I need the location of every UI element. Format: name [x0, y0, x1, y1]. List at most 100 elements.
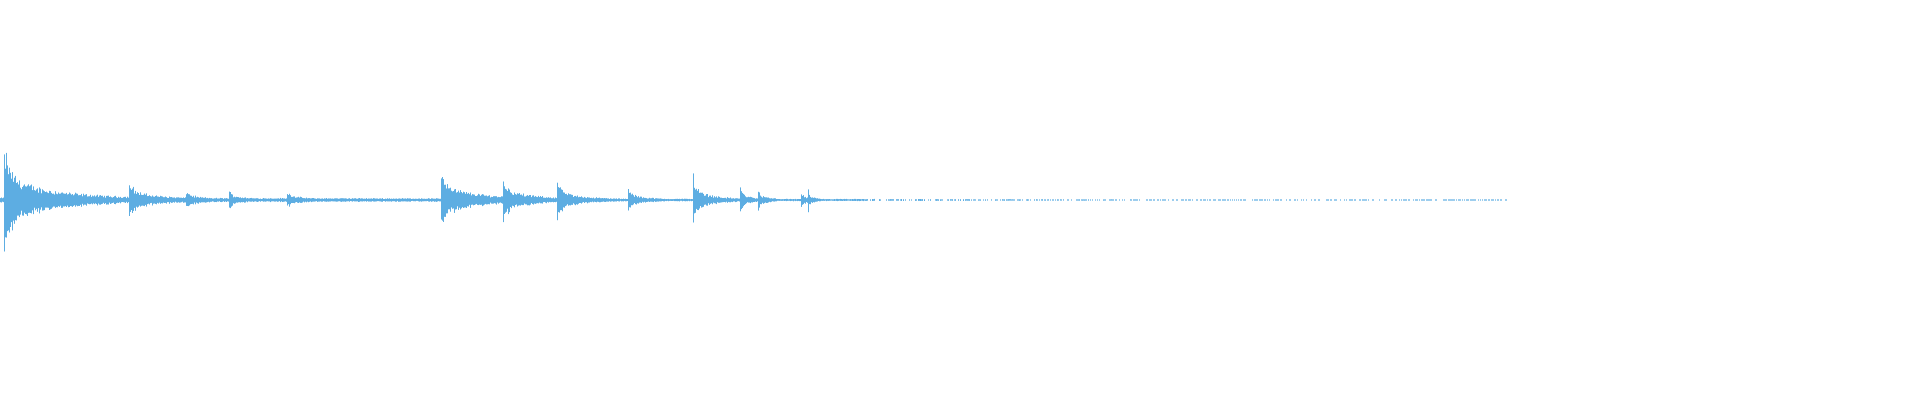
waveform-peak-bar — [394, 198, 395, 202]
waveform-peak-bar — [140, 192, 141, 207]
waveform-peak-bar — [629, 192, 630, 208]
waveform-peak-bar — [202, 197, 203, 203]
waveform-peak-bar — [37, 188, 38, 212]
waveform-peak-bar — [625, 198, 626, 202]
waveform-peak-bar — [156, 195, 157, 205]
waveform-peak-bar — [1495, 199, 1496, 201]
waveform-peak-bar — [1480, 199, 1481, 201]
waveform-peak-bar — [220, 197, 221, 202]
waveform-peak-bar — [1485, 199, 1486, 201]
waveform-peak-bar — [642, 198, 643, 202]
waveform-peak-bar — [660, 198, 661, 202]
waveform-peak-bar — [536, 196, 537, 204]
waveform-peak-bar — [830, 199, 831, 201]
waveform-peak-bar — [523, 193, 524, 206]
waveform-peak-bar — [707, 194, 708, 206]
waveform-peak-bar — [169, 196, 170, 204]
waveform-peak-bar — [147, 196, 148, 205]
waveform-peak-bar — [324, 198, 325, 202]
waveform-peak-bar — [1227, 199, 1228, 201]
waveform-peak-bar — [559, 187, 560, 213]
waveform-peak-bar — [15, 175, 16, 221]
waveform-peak-bar — [118, 196, 119, 203]
waveform-peak-bar — [599, 197, 600, 203]
waveform-peak-bar — [166, 197, 167, 204]
waveform-peak-bar — [547, 197, 548, 202]
waveform-peak-bar — [987, 199, 988, 201]
waveform-peak-bar — [246, 198, 247, 202]
waveform-peak-bar — [1264, 199, 1265, 201]
waveform-peak-bar — [616, 198, 617, 202]
waveform-peak-bar — [310, 198, 311, 202]
waveform-peak-bar — [673, 199, 674, 201]
waveform-peak-bar — [1362, 199, 1363, 201]
waveform-peak-bar — [369, 198, 370, 202]
waveform-peak-bar — [1280, 199, 1281, 201]
waveform-peak-bar — [696, 188, 697, 209]
waveform-peak-bar — [863, 199, 864, 202]
waveform-peak-bar — [133, 186, 134, 211]
waveform-peak-bar — [381, 198, 382, 202]
waveform-peak-bar — [541, 197, 542, 204]
waveform-peak-bar — [362, 198, 363, 202]
waveform-peak-bar — [767, 197, 768, 203]
waveform-peak-bar — [596, 197, 597, 203]
waveform-peak-bar — [451, 190, 452, 208]
waveform-peak-bar — [700, 192, 701, 206]
waveform-peak-bar — [1277, 199, 1278, 201]
waveform-peak-bar — [674, 199, 675, 202]
waveform-peak-bar — [524, 196, 525, 204]
waveform-peak-bar — [556, 198, 557, 202]
waveform-peak-bar — [1452, 199, 1453, 201]
waveform-peak-bar — [624, 199, 625, 201]
waveform-peak-bar — [796, 199, 797, 201]
waveform-peak-bar — [1355, 199, 1356, 201]
waveform-peak-bar — [799, 199, 800, 202]
waveform-peak-bar — [151, 196, 152, 203]
waveform-peak-bar — [90, 194, 91, 205]
waveform-peak-bar — [178, 197, 179, 203]
waveform-peak-bar — [664, 198, 665, 202]
waveform-peak-bar — [619, 198, 620, 202]
waveform-peak-bar — [251, 197, 252, 202]
waveform-peak-bar — [614, 198, 615, 202]
waveform-peak-bar — [322, 198, 323, 202]
waveform-peak-bar — [653, 197, 654, 203]
waveform-peak-bar — [160, 195, 161, 204]
waveform-peak-bar — [242, 197, 243, 203]
waveform-peak-bar — [397, 198, 398, 201]
waveform-peak-bar — [602, 198, 603, 202]
waveform-peak-bar — [1318, 199, 1319, 201]
waveform-peak-bar — [1430, 199, 1431, 201]
waveform-peak-bar — [1157, 199, 1158, 201]
waveform-peak-bar — [466, 192, 467, 208]
waveform-peak-bar — [618, 198, 619, 202]
waveform-peak-bar — [589, 197, 590, 203]
waveform-peak-bar — [241, 198, 242, 203]
waveform-peak-bar — [400, 198, 401, 202]
waveform-peak-bar — [67, 194, 68, 206]
waveform-peak-bar — [842, 199, 843, 201]
waveform-peak-bar — [173, 197, 174, 203]
waveform-peak-bar — [558, 187, 559, 213]
waveform-peak-bar — [385, 198, 386, 202]
waveform-peak-bar — [233, 197, 234, 204]
waveform-peak-bar — [639, 197, 640, 203]
waveform-peak-bar — [821, 199, 822, 201]
waveform-peak-bar — [1189, 199, 1190, 201]
waveform-peak-bar — [134, 193, 135, 208]
waveform-peak-bar — [1215, 199, 1216, 201]
waveform-peak-bar — [567, 195, 568, 205]
waveform-peak-bar — [57, 194, 58, 208]
waveform-peak-bar — [353, 198, 354, 202]
waveform-peak-bar — [1396, 199, 1397, 201]
waveform-peak-bar — [1204, 199, 1205, 201]
waveform-peak-bar — [206, 198, 207, 203]
waveform-peak-bar — [44, 191, 45, 211]
waveform-peak-bar — [720, 197, 721, 203]
waveform-peak-bar — [229, 191, 230, 208]
waveform-peak-bar — [1413, 199, 1414, 201]
waveform-peak-bar — [29, 186, 30, 213]
waveform-peak-bar — [46, 191, 47, 208]
waveform-peak-bar — [829, 199, 830, 201]
